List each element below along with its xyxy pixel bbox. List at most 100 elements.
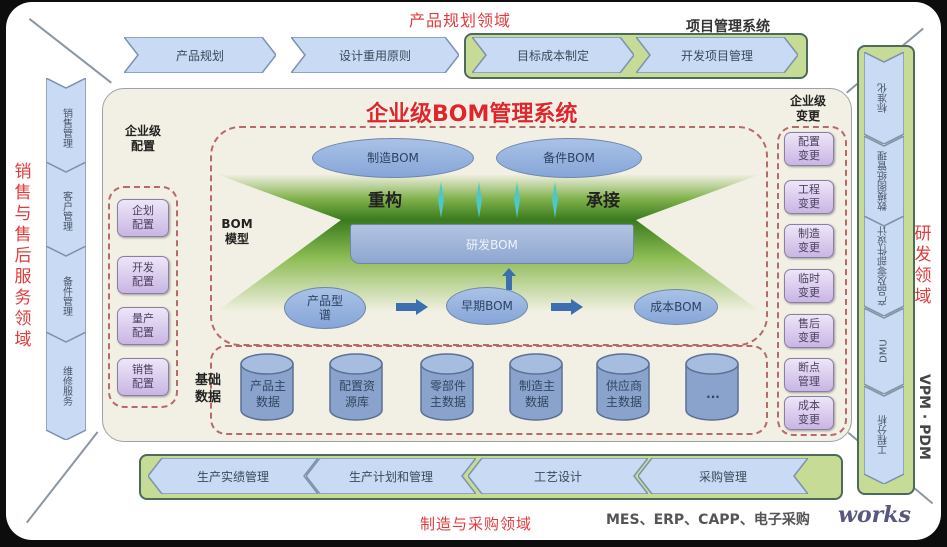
base-data-cylinder: 产品主数据 [239, 352, 295, 424]
left-flow-item: 客户管理 [46, 162, 86, 260]
bottom-flow-item: 生产计划和管理 [306, 458, 476, 494]
config-item: 销售配置 [117, 358, 169, 396]
base-data-cylinder: 零部件主数据 [419, 352, 475, 424]
config-item-label: 销售配置 [132, 363, 154, 390]
right-flow-item: DMU [864, 308, 904, 394]
config-item-label: 企划配置 [132, 204, 154, 231]
bottom-flow-item-label: 生产计划和管理 [348, 469, 433, 484]
left-flow-item-label: 备件管理 [60, 276, 72, 316]
vpm-pdm-text: VPM · PDM [916, 374, 932, 460]
top-flow-item-label: 目标成本制定 [516, 48, 589, 63]
right-flow-item-label: 标准化 [878, 83, 890, 113]
config-title: 企业级配置 [124, 124, 161, 153]
vpm-pdm-label: VPM · PDM [912, 362, 936, 472]
change-group [777, 126, 847, 436]
right-flow-item-label: 产品及零部件设计 [878, 226, 890, 306]
change-title: 企业级变更 [789, 94, 826, 123]
base-data-item-label: 制造主数据 [518, 379, 555, 409]
right-arrow-icon [396, 299, 428, 315]
funnel-top [216, 174, 761, 220]
bottom-flow-item: 工艺设计 [468, 458, 648, 494]
change-item: 临时变更 [784, 269, 834, 303]
top-flow-item: 设计重用原则 [291, 37, 459, 73]
change-item-label: 售后变更 [798, 317, 820, 344]
up-arrow-icon [502, 268, 516, 290]
right-flow-item: 工程分析 [864, 386, 904, 484]
change-item-label: 配置变更 [798, 135, 820, 162]
config-item: 量产配置 [117, 307, 169, 345]
left-flow-item-label: 客户管理 [60, 191, 72, 231]
change-item-label: 成本变更 [798, 399, 820, 426]
bidirectional-arrow-icon [476, 182, 482, 218]
base-data-item-label: ... [706, 387, 720, 401]
change-item-label: 临时变更 [798, 272, 820, 299]
bottom-flow-item-label: 生产实绩管理 [196, 469, 269, 484]
base-data-item-label: 供应商主数据 [605, 379, 642, 409]
base-data-item-label: 配置资源库 [338, 379, 375, 409]
change-item: 配置变更 [784, 132, 834, 166]
top-flow-item-label: 设计重用原则 [338, 48, 411, 63]
left-flow-item: 维修服务 [46, 332, 86, 440]
right-flow-item-label: DMU [878, 339, 890, 363]
bidirectional-arrows [438, 182, 558, 218]
base-data-cylinder: 配置资源库 [328, 352, 384, 424]
left-flow-item: 备件管理 [46, 246, 86, 346]
inherit-label: 承接 [586, 191, 620, 211]
bidirectional-arrow-icon [438, 182, 444, 218]
base-data-cylinder: 供应商主数据 [595, 352, 651, 424]
config-item: 开发配置 [117, 256, 169, 294]
right-flow-item-label: 数模图纸管理 [878, 151, 890, 211]
top-bom-manufacturing: 制造BOM [312, 138, 474, 178]
flow-bom-product-spectrum-label: 产品型谱 [306, 294, 343, 322]
base-data-label: 基础数据 [194, 373, 221, 405]
base-data-cylinder: 制造主数据 [508, 352, 564, 424]
right-flow-item: 数模图纸管理 [864, 136, 904, 226]
top-flow-item-label: 开发项目管理 [680, 48, 753, 63]
config-item-label: 量产配置 [132, 312, 154, 339]
bidirectional-arrow-icon [552, 182, 558, 218]
connector-line-top-left [29, 18, 112, 84]
flow-bom-product-spectrum: 产品型谱 [284, 287, 366, 329]
bottom-flow-item-label: 采购管理 [698, 469, 747, 484]
diagram-canvas: 产品规划领域 项目管理系统 销售与售后服务领域 研发领域 制造与采购领域 VPM… [6, 2, 941, 540]
domain-bottom-label: 制造与采购领域 [420, 515, 533, 533]
change-item: 制造变更 [784, 224, 834, 258]
center-bom-rnd: 研发BOM [350, 224, 634, 264]
center-bom-label: 研发BOM [466, 237, 518, 252]
restructure-label: 重构 [368, 191, 402, 211]
change-item: 成本变更 [784, 396, 834, 430]
bom-system-title: 企业级BOM管理系统 [366, 102, 578, 127]
right-flow-item: 标准化 [864, 52, 904, 144]
left-flow-item: 销售管理 [46, 78, 86, 178]
flow-bom-cost: 成本BOM [634, 289, 718, 325]
change-item-label: 制造变更 [798, 227, 820, 254]
bottom-flow-item-label: 工艺设计 [533, 469, 582, 484]
change-item: 断点管理 [784, 358, 834, 392]
bottom-system-label: MES、ERP、CAPP、电子采购 [606, 512, 810, 528]
bom-model-label: BOM模型 [221, 217, 253, 246]
domain-top-label: 产品规划领域 [409, 11, 512, 30]
connector-line-bottom-left [26, 431, 98, 523]
right-flow-item: 产品及零部件设计 [864, 216, 904, 316]
right-flow-item-label: 工程分析 [878, 415, 890, 455]
base-data-group [210, 345, 768, 435]
right-arrow-icon [551, 299, 583, 315]
left-flow-item-label: 销售管理 [60, 108, 72, 148]
change-item: 工程变更 [784, 180, 834, 214]
works-watermark-logo: works [838, 502, 911, 528]
top-flow-item: 目标成本制定 [472, 37, 634, 73]
change-item-label: 工程变更 [798, 183, 820, 210]
domain-right-label: 研发领域 [914, 224, 932, 307]
project-system-label: 项目管理系统 [686, 19, 770, 35]
config-item-label: 开发配置 [132, 261, 154, 288]
change-item: 售后变更 [784, 314, 834, 348]
bottom-flow-item: 生产实绩管理 [148, 458, 318, 494]
top-flow-item: 开发项目管理 [636, 37, 798, 73]
domain-left-label: 销售与售后服务领域 [14, 162, 32, 350]
left-flow-item-label: 维修服务 [60, 366, 72, 406]
base-data-item-label: 产品主数据 [249, 379, 286, 409]
base-data-item-label: 零部件主数据 [429, 379, 466, 409]
change-item-label: 断点管理 [798, 361, 820, 388]
bottom-flow-item: 采购管理 [638, 458, 808, 494]
flow-bom-early: 早期BOM [446, 287, 528, 325]
